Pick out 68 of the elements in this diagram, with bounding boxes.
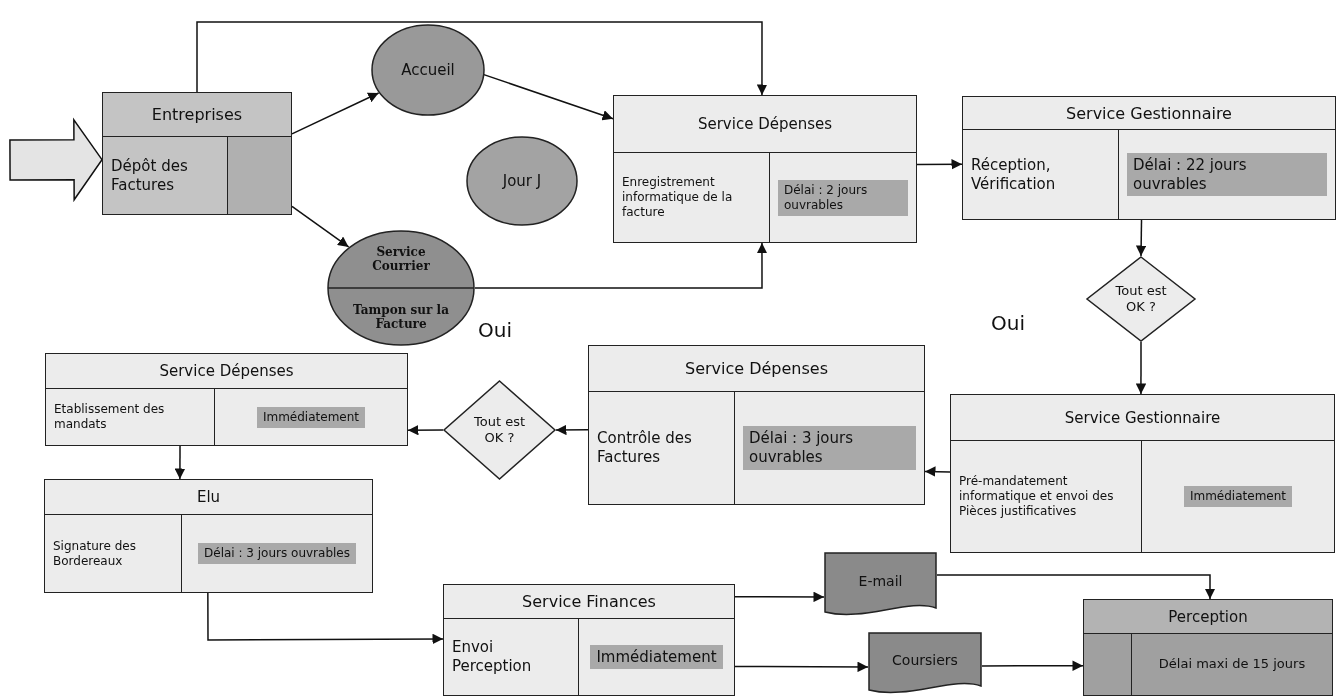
arrow bbox=[936, 574, 1216, 600]
card-heading: Service Dépenses bbox=[684, 359, 828, 378]
decision-diamond bbox=[443, 380, 556, 480]
document-shape bbox=[824, 552, 937, 618]
arrow bbox=[174, 445, 186, 480]
card-heading: Elu bbox=[196, 488, 221, 506]
process-card bbox=[44, 479, 373, 593]
card-heading: Service Gestionnaire bbox=[1066, 103, 1232, 123]
delay-label: Délai : 3 jours ouvrables bbox=[198, 543, 356, 564]
delay-label: Délai : 3 jours ouvrables bbox=[743, 426, 916, 470]
document-shape bbox=[868, 632, 982, 696]
process-card bbox=[45, 353, 408, 446]
step-text: Réception, Vérification bbox=[971, 155, 1057, 194]
step-text: Contrôle des Factures bbox=[597, 429, 693, 467]
node-text: Tampon sur la Facture bbox=[352, 301, 450, 333]
card-heading: Service Finances bbox=[522, 592, 656, 611]
decision-label: Oui bbox=[991, 311, 1025, 335]
step-text: Délai maxi de 15 jours bbox=[1158, 656, 1306, 673]
process-card bbox=[588, 345, 925, 505]
node-text: Jour J bbox=[502, 172, 542, 190]
node-text: Coursiers bbox=[892, 651, 958, 669]
ellipse-node bbox=[327, 230, 475, 346]
ellipse-node bbox=[371, 24, 485, 116]
process-card bbox=[613, 95, 917, 243]
arrow bbox=[474, 242, 768, 289]
delay-label: Délai : 2 jours ouvrables bbox=[778, 179, 908, 216]
arrow bbox=[207, 592, 444, 645]
arrow bbox=[555, 424, 589, 436]
step-text: Enregistrement informatique de la facture bbox=[622, 175, 734, 220]
decision-label: Oui bbox=[478, 318, 512, 342]
arrow bbox=[196, 21, 768, 96]
arrow bbox=[407, 424, 444, 436]
arrow bbox=[924, 466, 951, 477]
node-text: E-mail bbox=[858, 572, 903, 590]
card-heading: Entreprises bbox=[151, 105, 243, 124]
arrow bbox=[1135, 341, 1147, 395]
step-text: Signature des Bordereaux bbox=[53, 538, 137, 569]
step-text: Pré-mandatement informatique et envoi des Pièces justificatives bbox=[959, 474, 1115, 519]
arrow bbox=[981, 660, 1084, 671]
card-heading: Service Dépenses bbox=[697, 115, 833, 133]
process-card bbox=[1083, 599, 1333, 696]
delay-label: Immédiatement bbox=[256, 406, 366, 428]
node-text: Tout est OK ? bbox=[1114, 283, 1168, 315]
arrow bbox=[291, 92, 380, 135]
ellipse-node bbox=[466, 136, 578, 226]
process-card bbox=[962, 96, 1336, 220]
delay-label: Immédiatement bbox=[1183, 486, 1293, 507]
process-card bbox=[950, 394, 1335, 553]
node-text: Tout est OK ? bbox=[473, 414, 526, 446]
card-heading: Service Gestionnaire bbox=[1064, 408, 1221, 427]
node-text: Service Courrier bbox=[371, 243, 431, 275]
arrow bbox=[734, 591, 825, 603]
step-text: Dépôt des Factures bbox=[111, 156, 189, 195]
step-text: Envoi Perception bbox=[452, 638, 533, 676]
node-text: Accueil bbox=[401, 61, 455, 79]
process-card bbox=[443, 584, 735, 696]
process-card bbox=[102, 92, 292, 215]
card-heading: Perception bbox=[1168, 607, 1248, 626]
delay-label: Immédiatement bbox=[590, 644, 723, 670]
arrow bbox=[483, 73, 614, 121]
arrow bbox=[916, 159, 963, 170]
step-text: Etablissement des mandats bbox=[54, 402, 166, 432]
arrow bbox=[291, 205, 350, 248]
arrow bbox=[734, 661, 869, 673]
delay-label: Délai : 22 jours ouvrables bbox=[1127, 152, 1327, 197]
block-arrow bbox=[9, 117, 103, 203]
arrow bbox=[1135, 219, 1147, 257]
card-heading: Service Dépenses bbox=[159, 362, 294, 380]
